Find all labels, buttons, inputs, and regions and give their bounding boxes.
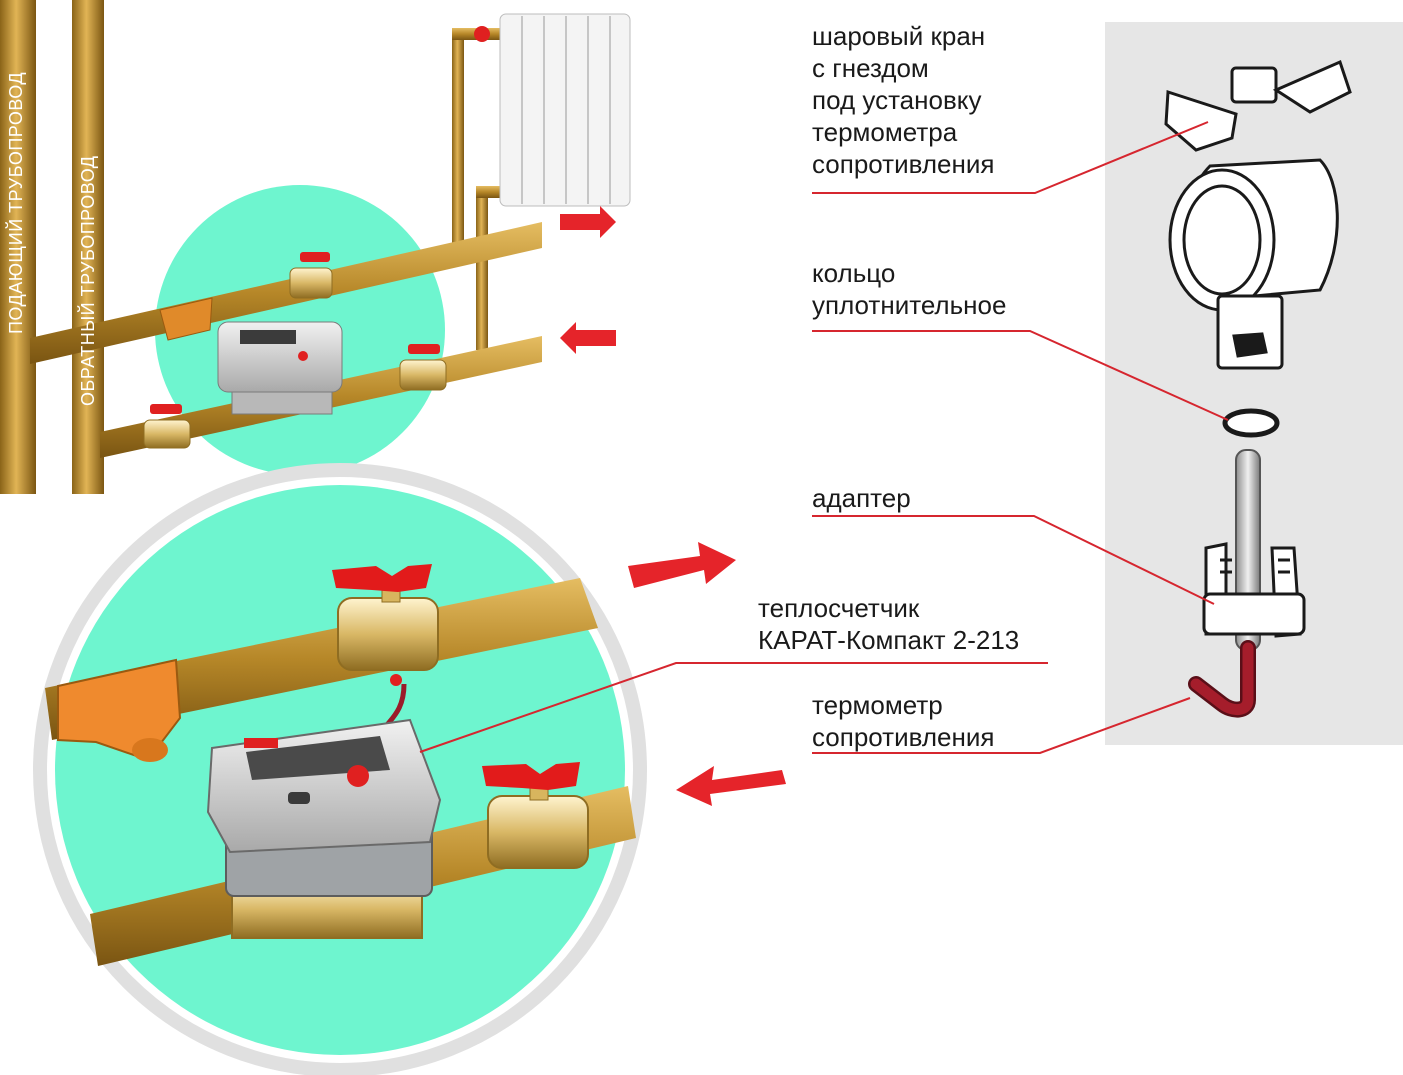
thermometer-drawing-icon [1188,640,1256,718]
seal-ring-label: кольцо уплотнительное [812,258,1007,320]
zoom-heat-meter-icon [206,718,442,939]
top-supply-arrow-icon [560,206,616,238]
supply-pipe-label: ПОДАЮЩИЙ ТРУБОПРОВОД [6,71,26,334]
top-return-valve-icon [399,344,447,391]
zoom-return-valve-icon [482,762,589,869]
leader-lines [419,121,1229,754]
adapter-drawing-icon [1202,449,1306,651]
leader-heat-meter [419,662,1048,753]
top-return-inlet-valve-icon [143,404,191,449]
zoom-supply-pipe [45,578,598,740]
seal-ring-drawing-icon [1222,408,1280,438]
leader-thermometer [812,697,1191,754]
thermometer-label: термометр сопротивления [812,690,995,752]
leader-seal-ring [812,330,1229,421]
top-supply-pipe [30,222,542,364]
ball-valve-drawing-icon [1164,59,1352,370]
return-pipe-label: ОБРАТНЫЙ ТРУБОПРОВОД [78,155,98,407]
ball-valve-label: шаровый кран с гнездом под установку тер… [812,21,995,179]
top-supply-valve-icon [289,252,333,299]
zoom-return-arrow-icon [676,766,786,806]
radiator-return-pipe [476,190,488,350]
supply-riser [0,0,36,494]
leader-adapter [812,515,1215,605]
leader-ball-valve [812,121,1209,194]
adapter-label: адаптер [812,483,911,513]
return-riser [72,0,104,494]
heat-meter-label: теплосчетчик КАРАТ-Компакт 2-213 [758,593,1020,655]
radiator-supply-pipe [452,28,464,248]
zoom-supply-arrow-icon [628,542,736,588]
zoom-strainer-icon [57,658,182,762]
top-heat-meter-icon [217,321,343,415]
top-return-arrow-icon [560,322,616,354]
zoom-supply-valve-icon [332,564,439,686]
top-strainer-icon [159,297,213,341]
radiator [474,13,631,207]
